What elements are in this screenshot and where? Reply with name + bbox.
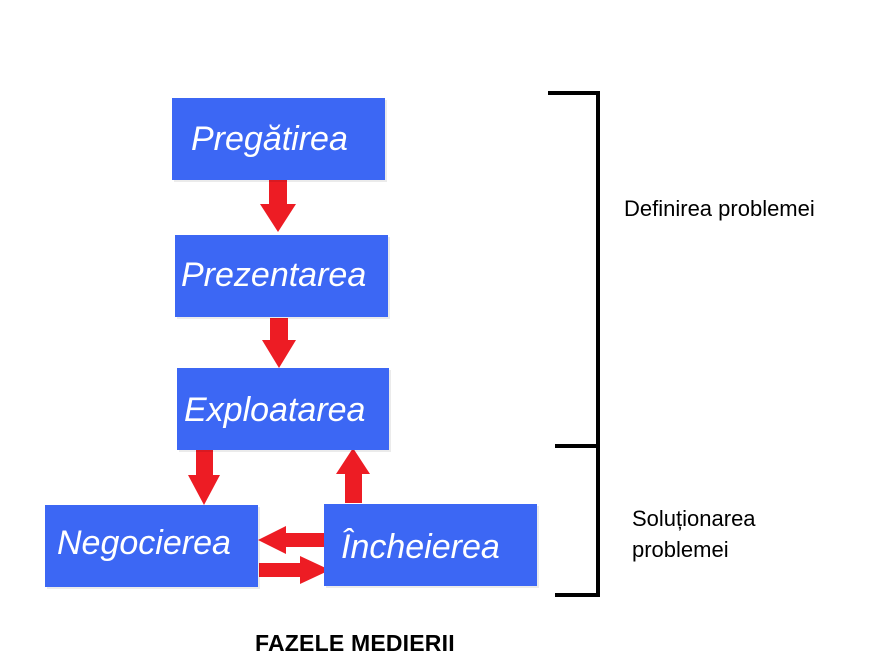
arrow-incheierea-to-exploatarea: [336, 448, 370, 503]
phase-label-negocierea: Negocierea: [57, 524, 231, 562]
phase-label-exploatarea: Exploatarea: [184, 391, 366, 429]
arrow-exploatarea-to-negocierea: [188, 450, 220, 505]
diagram-title: FAZELE MEDIERII: [255, 630, 455, 656]
arrow-incheierea-to-negocierea: [258, 526, 324, 554]
group-label-definire: Definirea problemei: [624, 196, 815, 221]
bracket-definire: [548, 91, 600, 448]
phase-box-pregatirea: Pregătirea: [172, 98, 385, 180]
arrow-pregatirea-to-prezentarea: [260, 180, 296, 232]
group-label-solutionare-line1: Soluționarea: [632, 506, 756, 531]
phase-label-incheierea: Încheierea: [341, 528, 500, 566]
phase-label-prezentarea: Prezentarea: [181, 256, 367, 294]
bracket-solutionare: [555, 446, 600, 597]
phase-box-prezentarea: Prezentarea: [175, 235, 388, 317]
arrow-prezentarea-to-exploatarea: [262, 318, 296, 368]
phase-box-incheierea: Încheierea: [324, 504, 537, 586]
arrow-negocierea-to-incheierea: [259, 556, 330, 584]
phase-box-exploatarea: Exploatarea: [177, 368, 389, 450]
phase-box-negocierea: Negocierea: [45, 505, 258, 587]
phase-label-pregatirea: Pregătirea: [191, 120, 348, 158]
group-label-solutionare-line2: problemei: [632, 537, 729, 562]
